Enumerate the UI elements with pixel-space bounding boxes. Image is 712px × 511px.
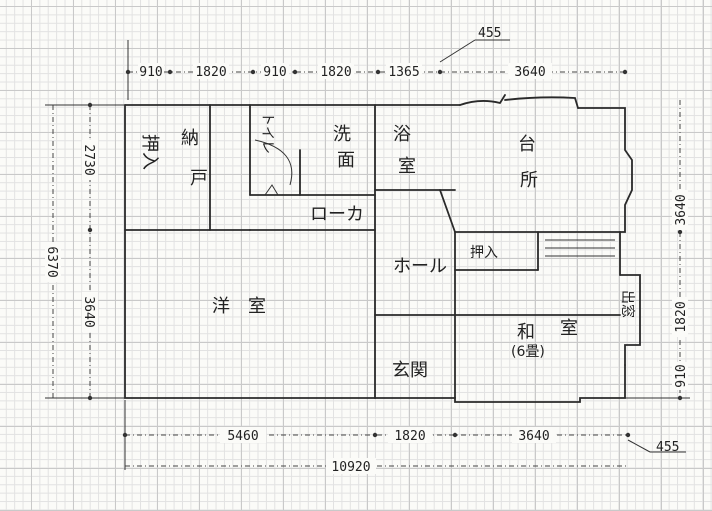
room-senmen-2: 面 <box>337 150 355 171</box>
room-labels: 押入 納 戸 トイレ 洗 面 浴 室 台 所 ローカ ホール 押入 洋 室 和 … <box>139 112 636 381</box>
room-washitsu-1: 和 <box>517 322 535 343</box>
walls <box>124 94 641 403</box>
room-toilet: トイレ <box>259 112 275 154</box>
room-nando-1: 納 <box>181 128 199 149</box>
dim-top-2: 1820 <box>195 65 226 80</box>
dim-top-4: 1820 <box>320 65 351 80</box>
room-daidokoro-2: 所 <box>520 170 538 191</box>
dim-left-1: 2730 <box>81 144 96 175</box>
room-yokushitsu-1: 浴 <box>393 124 411 145</box>
dim-bottom-2: 1820 <box>394 429 425 444</box>
dim-bottom-total: 10920 <box>331 460 370 475</box>
dim-top-3: 910 <box>263 65 286 80</box>
dim-left-2: 3640 <box>81 296 96 327</box>
room-genkan: 玄関 <box>392 360 428 381</box>
room-washitsu-2: 室 <box>560 318 578 339</box>
dim-left-total: 6370 <box>44 246 59 277</box>
dim-bottom-3: 3640 <box>518 429 549 444</box>
room-senmen-1: 洗 <box>333 124 351 145</box>
dim-top-5: 1365 <box>388 65 419 80</box>
dim-bottom-1: 5460 <box>227 429 258 444</box>
dim-bottom-extra: 455 <box>656 440 679 455</box>
dimension-labels: 910 1820 910 1820 1365 3640 455 5460 182… <box>44 26 689 475</box>
room-hall: ホール <box>393 256 447 277</box>
dim-top-6: 3640 <box>514 65 545 80</box>
dim-right-1: 3640 <box>674 194 689 225</box>
dim-top-extra: 455 <box>478 26 501 41</box>
room-oshiire-1: 押入 <box>139 134 160 170</box>
room-youshitsu-2: 室 <box>248 296 266 317</box>
dim-right-2: 1820 <box>674 301 689 332</box>
room-nando-2: 戸 <box>190 168 208 189</box>
dim-top-1: 910 <box>139 65 162 80</box>
room-daidokoro-1: 台 <box>518 134 536 155</box>
room-washitsu-size: (6畳) <box>511 344 545 360</box>
room-roka: ローカ <box>310 204 364 225</box>
dim-right-3: 910 <box>674 364 689 387</box>
room-demado: 出窓 <box>619 290 636 318</box>
room-yokushitsu-2: 室 <box>398 156 416 177</box>
room-youshitsu-1: 洋 <box>212 296 230 317</box>
room-oshiire-2: 押入 <box>470 245 498 261</box>
